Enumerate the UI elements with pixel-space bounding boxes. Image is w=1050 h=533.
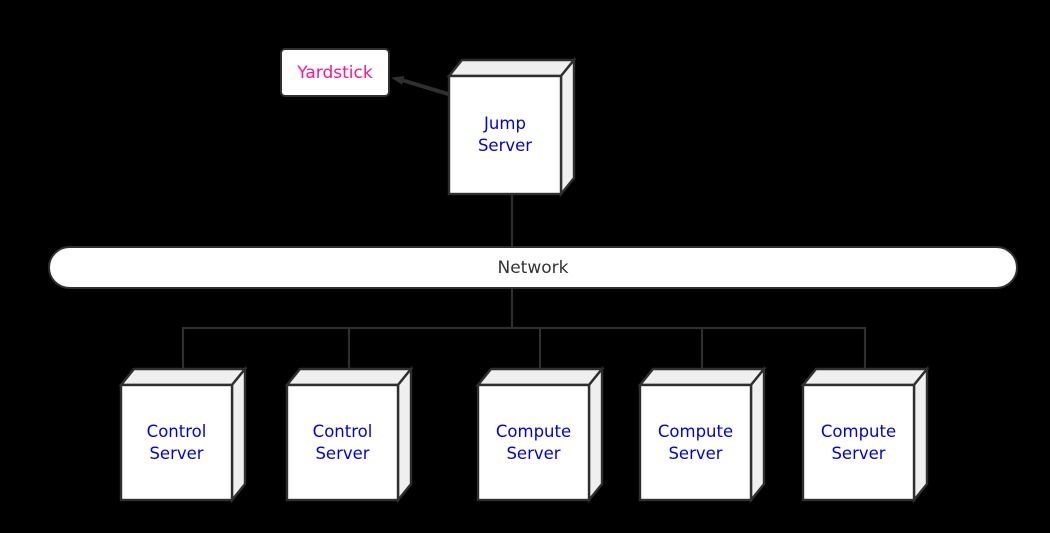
box3d-shape [637,365,767,504]
box3d-shape [800,365,930,504]
arrowhead-icon [391,76,405,85]
node-control-server-1-label: Control Server [146,421,207,463]
node-compute-server-2-label: Compute Server [657,421,734,463]
node-yardstick: Yardstick [280,48,390,97]
node-yardstick-label: Yardstick [297,62,373,83]
node-network: Network [48,246,1018,289]
node-control-server-2: Control Server [284,365,414,504]
box3d-shape [118,365,248,504]
node-jump-server: Jump Server [446,56,577,198]
node-control-server-2-label: Control Server [312,421,373,463]
node-compute-server-3: Compute Server [800,365,930,504]
node-compute-server-1-label: Compute Server [495,421,572,463]
box3d-shape [446,56,577,198]
box3d-shape [475,365,605,504]
node-compute-server-3-label: Compute Server [820,421,897,463]
box3d-shape [284,365,414,504]
node-jump-server-label: Jump Server [477,114,533,155]
node-control-server-1: Control Server [118,365,248,504]
node-network-label: Network [497,257,569,278]
node-compute-server-2: Compute Server [637,365,767,504]
node-compute-server-1: Compute Server [475,365,605,504]
